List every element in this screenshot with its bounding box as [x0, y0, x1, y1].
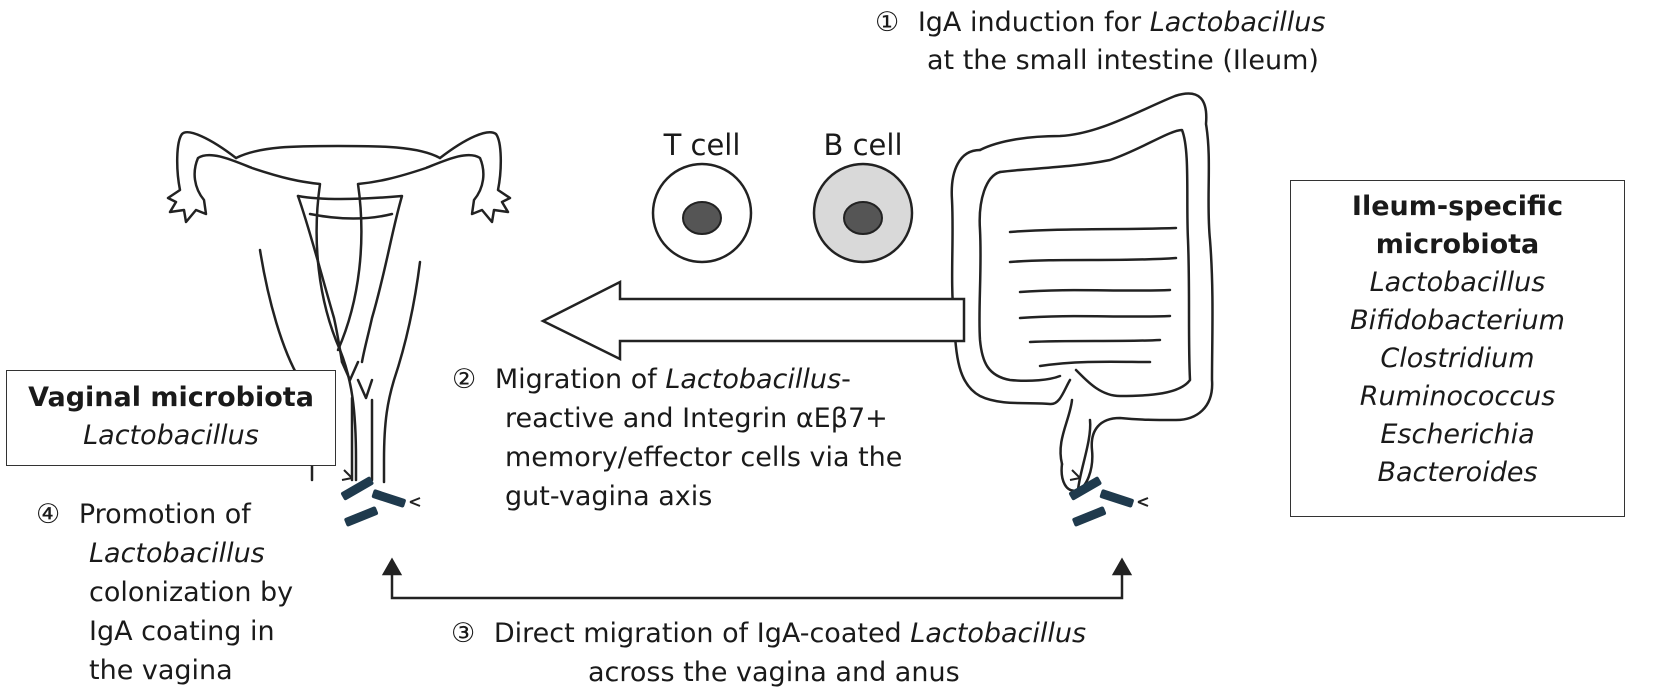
- vaginal-microbiota-box: Vaginal microbiota Lactobacillus: [6, 370, 336, 466]
- ileum-genus: Ruminococcus: [1359, 381, 1556, 412]
- bacteria-anus-icon: [1069, 469, 1149, 527]
- t-cell-nucleus: [682, 201, 722, 235]
- step4-line4: IgA coating in: [89, 616, 275, 647]
- step2-line1: ② Migration of Lactobacillus-: [452, 361, 851, 399]
- step1-number: ①: [875, 7, 900, 38]
- step2-line3: memory/effector cells via the: [505, 442, 903, 473]
- step2-line4: gut-vagina axis: [505, 481, 713, 512]
- step4-genus: Lactobacillus: [89, 538, 265, 569]
- ileum-genus: Bacteroides: [1377, 457, 1538, 488]
- step4-line1-text: Promotion of: [78, 499, 251, 530]
- ileum-genus: Bifidobacterium: [1350, 305, 1565, 336]
- ileum-genus: Escherichia: [1380, 419, 1535, 450]
- b-cell-label: B cell: [823, 128, 903, 162]
- intestine-icon: [950, 92, 1214, 492]
- step3-genus: Lactobacillus: [910, 618, 1087, 649]
- step2-line2: reactive and Integrin αEβ7+: [505, 403, 888, 434]
- step3-line1: ③ Direct migration of IgA-coated Lactoba…: [451, 615, 1086, 653]
- ileum-box-title-2: microbiota: [1375, 229, 1540, 260]
- step1-line1-a: IgA induction for: [917, 7, 1150, 38]
- step3-number: ③: [451, 618, 476, 649]
- step4-line1: ④ Promotion of: [36, 496, 251, 534]
- step1-genus: Lactobacillus: [1149, 7, 1326, 38]
- b-cell-nucleus: [843, 201, 883, 235]
- t-cell-label: T cell: [663, 128, 741, 162]
- vaginal-box-title: Vaginal microbiota: [28, 382, 314, 413]
- step2-genus: Lactobacillus: [665, 364, 842, 395]
- bacteria-vagina-icon: [341, 469, 421, 527]
- step1-text: ① IgA induction for Lactobacillus: [875, 4, 1325, 42]
- step3-line2: across the vagina and anus: [588, 657, 960, 688]
- ileum-genus: Lactobacillus: [1369, 267, 1546, 298]
- migration-arrow: [540, 279, 966, 362]
- step1-line2: at the small intestine (Ileum): [927, 45, 1319, 76]
- step2-line1-a: Migration of: [494, 364, 666, 395]
- step3-line1-a: Direct migration of IgA-coated: [493, 618, 911, 649]
- step4-line3: colonization by: [89, 577, 294, 608]
- ileum-microbiota-box: Ileum-specific microbiota Lactobacillus …: [1290, 180, 1625, 517]
- vaginal-genus: Lactobacillus: [83, 420, 259, 451]
- step4-number: ④: [36, 499, 61, 530]
- step4-line5: the vagina: [89, 655, 233, 686]
- direct-migration-arrow: [381, 557, 1133, 600]
- ileum-genus: Clostridium: [1380, 343, 1535, 374]
- step2-line1-c: -: [841, 364, 851, 395]
- ileum-box-title-1: Ileum-specific: [1351, 191, 1564, 222]
- step2-number: ②: [452, 364, 477, 395]
